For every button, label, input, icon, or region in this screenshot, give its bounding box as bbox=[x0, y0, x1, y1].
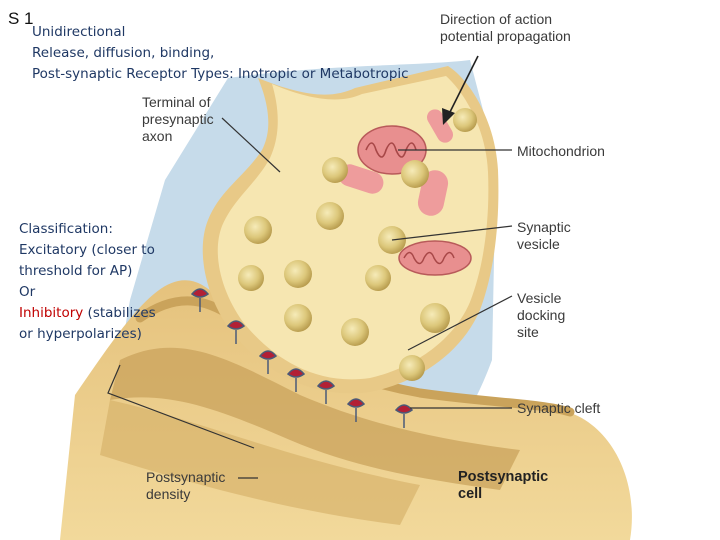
note-line: Unidirectional bbox=[32, 24, 126, 40]
inhibitory-rest: (stabilizes bbox=[83, 305, 156, 321]
label-line: Vesicle bbox=[517, 290, 562, 306]
note-line: Release, diffusion, binding, bbox=[32, 45, 215, 61]
label-line: Direction of action bbox=[440, 11, 553, 27]
leader-lines bbox=[107, 117, 513, 479]
or-line: Or bbox=[19, 284, 36, 300]
label-synaptic-vesicle: Synaptic vesicle bbox=[517, 219, 571, 253]
label-mitochondrion: Mitochondrion bbox=[517, 143, 605, 159]
label-line: potential propagation bbox=[440, 28, 571, 44]
label-line: density bbox=[146, 486, 191, 502]
mitochondrion-small bbox=[338, 164, 384, 194]
label-line: Postsynaptic bbox=[458, 469, 549, 485]
label-line: Terminal of bbox=[142, 94, 211, 110]
label-synaptic-cleft: Synaptic cleft bbox=[517, 400, 601, 416]
label-presynaptic-terminal: Terminal of presynaptic axon bbox=[142, 94, 214, 145]
label-line: docking bbox=[517, 307, 566, 323]
label-line: Synaptic bbox=[517, 219, 571, 235]
mitochondrion bbox=[398, 240, 472, 276]
label-line: axon bbox=[142, 128, 173, 144]
label-vesicle-docking-site: Vesicle docking site bbox=[517, 290, 565, 341]
inhibitory-word: Inhibitory bbox=[19, 305, 84, 321]
excitatory-line-2: threshold for AP) bbox=[19, 263, 133, 279]
excitatory-line: Excitatory (closer to bbox=[19, 242, 155, 258]
label-postsynaptic-cell: Postsynaptic cell bbox=[458, 469, 548, 503]
notes-top: Unidirectional Release, diffusion, bindi… bbox=[32, 22, 409, 85]
label-line: vesicle bbox=[517, 236, 560, 252]
postsynaptic-density-region bbox=[100, 400, 420, 525]
label-line: site bbox=[517, 324, 539, 340]
propagation-arrow bbox=[442, 55, 479, 125]
note-line: Post-synaptic Receptor Types: Inotropic … bbox=[32, 66, 409, 82]
slide-number: S 1 bbox=[8, 9, 34, 28]
classification-notes: Classification: Excitatory (closer to th… bbox=[19, 219, 156, 345]
mitochondrion-small bbox=[427, 109, 453, 143]
classification-heading: Classification: bbox=[19, 221, 113, 237]
label-line: cell bbox=[458, 486, 483, 502]
label-line: presynaptic bbox=[142, 111, 214, 127]
label-line: Postsynaptic bbox=[146, 469, 226, 485]
label-postsynaptic-density: Postsynaptic density bbox=[146, 469, 225, 503]
postsynaptic-receptors bbox=[190, 288, 414, 428]
label-direction-of-propagation: Direction of action potential propagatio… bbox=[440, 11, 571, 45]
postsynaptic-density-band bbox=[110, 347, 520, 490]
inhibitory-line-2: or hyperpolarizes) bbox=[19, 326, 142, 342]
inhibitory-line: Inhibitory (stabilizes bbox=[19, 303, 156, 324]
